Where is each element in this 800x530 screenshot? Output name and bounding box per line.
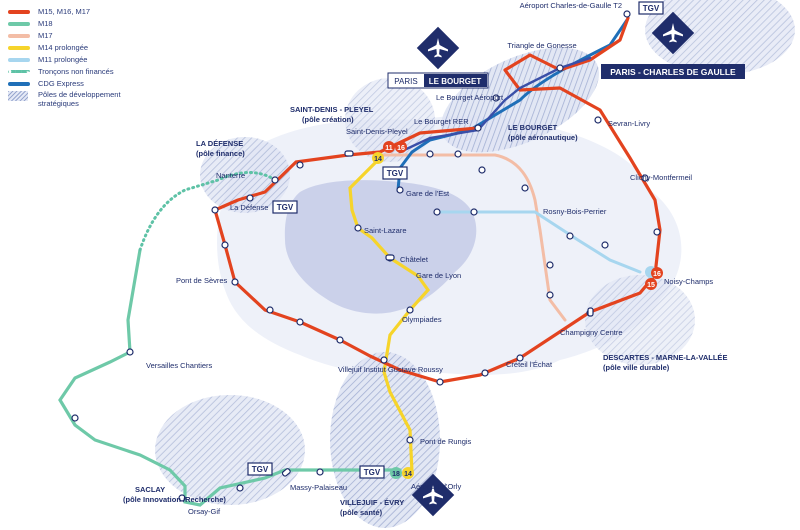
line-m14 xyxy=(348,158,431,474)
station-noisy: Noisy-Champs xyxy=(664,277,713,286)
station-gonesse: Triangle de Gonesse xyxy=(507,41,576,50)
svg-text:PARIS - CHARLES DE GAULLE: PARIS - CHARLES DE GAULLE xyxy=(610,67,736,77)
legend-label: Pôles de développement stratégiques xyxy=(38,90,121,108)
pole-labels: SAINT-DENIS - PLEYEL (pôle création) LA … xyxy=(123,105,727,517)
pole-bourget-sub: (pôle aéronautique) xyxy=(508,133,578,142)
legend-swatch xyxy=(8,70,30,73)
pole-villejuif-title: VILLEJUIF - ÉVRY xyxy=(340,498,404,507)
station-champigny: Champigny Centre xyxy=(560,328,623,337)
svg-text:15: 15 xyxy=(647,282,655,289)
pole-descartes-sub: (pôle ville durable) xyxy=(603,363,670,372)
station-rosny: Rosny-Bois-Perrier xyxy=(543,207,607,216)
line-nonfunded xyxy=(138,171,277,252)
legend-label: M17 xyxy=(38,31,53,40)
legend-item: CDG Express xyxy=(4,78,174,89)
svg-text:TGV: TGV xyxy=(277,203,294,212)
legend-swatch xyxy=(8,46,30,50)
legend-label: M15, M16, M17 xyxy=(38,7,91,16)
svg-text:18: 18 xyxy=(392,471,400,478)
station-chatelet: Châtelet xyxy=(400,255,429,264)
station-pont-sevres: Pont de Sèvres xyxy=(176,276,228,285)
station-versailles: Versailles Chantiers xyxy=(146,361,213,370)
cdg-label: PARIS - CHARLES DE GAULLE xyxy=(601,64,745,79)
le-bourget-label: PARIS LE BOURGET xyxy=(387,72,489,89)
svg-text:TGV: TGV xyxy=(387,169,404,178)
station-saint-lazare: Saint-Lazare xyxy=(364,226,407,235)
station-massy: Massy-Palaiseau xyxy=(290,483,347,492)
svg-text:16: 16 xyxy=(397,145,405,152)
station-villejuif-ig: Villejuif Institut Gustave Roussy xyxy=(338,365,443,374)
svg-text:TGV: TGV xyxy=(364,468,381,477)
station-gare-lyon: Gare de Lyon xyxy=(416,271,461,280)
svg-text:11: 11 xyxy=(385,145,393,152)
pole-saclay-sub: (pôle Innovation /Recherche) xyxy=(123,495,226,504)
pole-sdp-title: SAINT-DENIS - PLEYEL xyxy=(290,105,374,114)
svg-text:TGV: TGV xyxy=(252,465,269,474)
tgv-badges: TGV TGV TGV TGV TGV xyxy=(247,1,664,479)
pole-defense-title: LA DÉFENSE xyxy=(196,139,243,148)
legend-swatch xyxy=(8,10,30,14)
map-legend: M15, M16, M17 M18 M17 M14 prolongée M11 … xyxy=(4,6,174,111)
station-creteil: Créteil l'Échat xyxy=(506,360,553,369)
legend-item: M11 prolongée xyxy=(4,54,174,65)
legend-swatch xyxy=(8,58,30,62)
legend-label: M14 prolongée xyxy=(38,43,89,52)
station-dots xyxy=(71,10,661,502)
legend-item: M15, M16, M17 xyxy=(4,6,174,17)
legend-label: M11 prolongée xyxy=(38,55,88,64)
legend-label: M18 xyxy=(38,19,53,28)
pole-descartes-title: DESCARTES - MARNE-LA-VALLÉE xyxy=(603,353,727,362)
legend-label: Tronçons non financés xyxy=(38,67,114,76)
station-sdp: Saint-Denis-Pleyel xyxy=(346,127,408,136)
pole-defense-sub: (pôle finance) xyxy=(196,149,245,158)
development-poles xyxy=(155,0,795,528)
station-bourget-rer: Le Bourget RER xyxy=(414,117,469,126)
legend-swatch xyxy=(8,34,30,38)
svg-text:16: 16 xyxy=(653,271,661,278)
pole-saclay-title: SACLAY xyxy=(135,485,165,494)
legend-item: M17 xyxy=(4,30,174,41)
station-ladefense: La Défense xyxy=(230,203,268,212)
legend-item: Tronçons non financés xyxy=(4,66,174,77)
station-olympiades: Olympiades xyxy=(402,315,442,324)
station-labels: Aéroport Charles-de-Gaulle T2 Triangle d… xyxy=(146,1,713,516)
station-sevran: Sevran-Livry xyxy=(608,119,650,128)
line-cdg-express xyxy=(396,18,629,192)
line-badges: 11 16 14 16 15 18 14 xyxy=(372,141,663,479)
legend-swatch xyxy=(8,82,30,86)
svg-text:14: 14 xyxy=(404,471,412,478)
legend-item: M14 prolongée xyxy=(4,42,174,53)
pole-villejuif-sub: (pôle santé) xyxy=(340,508,383,517)
station-clichy: Clichy-Montfermeil xyxy=(630,173,692,182)
station-pont-rungis: Pont de Rungis xyxy=(420,437,472,446)
legend-swatch xyxy=(8,22,30,26)
svg-text:LE BOURGET: LE BOURGET xyxy=(429,77,482,86)
svg-text:PARIS: PARIS xyxy=(394,77,417,86)
station-orly: Aéroport d'Orly xyxy=(411,482,461,491)
station-cdg2: Aéroport Charles-de-Gaulle T2 xyxy=(520,1,622,10)
line-m11 xyxy=(435,210,642,274)
legend-item: Pôles de développement stratégiques xyxy=(4,90,174,110)
station-nanterre: Nanterre xyxy=(216,171,245,180)
legend-swatch xyxy=(8,91,28,101)
pole-bourget-title: LE BOURGET xyxy=(508,123,558,132)
pole-sdp-sub: (pôle création) xyxy=(302,115,354,124)
svg-text:TGV: TGV xyxy=(643,4,660,13)
station-bourget-aero: Le Bourget Aéroport xyxy=(436,93,504,102)
station-orsay: Orsay-Gif xyxy=(188,507,221,516)
legend-item: M18 xyxy=(4,18,174,29)
svg-text:14: 14 xyxy=(374,156,382,163)
station-gare-est: Gare de l'Est xyxy=(406,189,450,198)
line-m18 xyxy=(58,248,402,507)
legend-label: CDG Express xyxy=(38,79,84,88)
